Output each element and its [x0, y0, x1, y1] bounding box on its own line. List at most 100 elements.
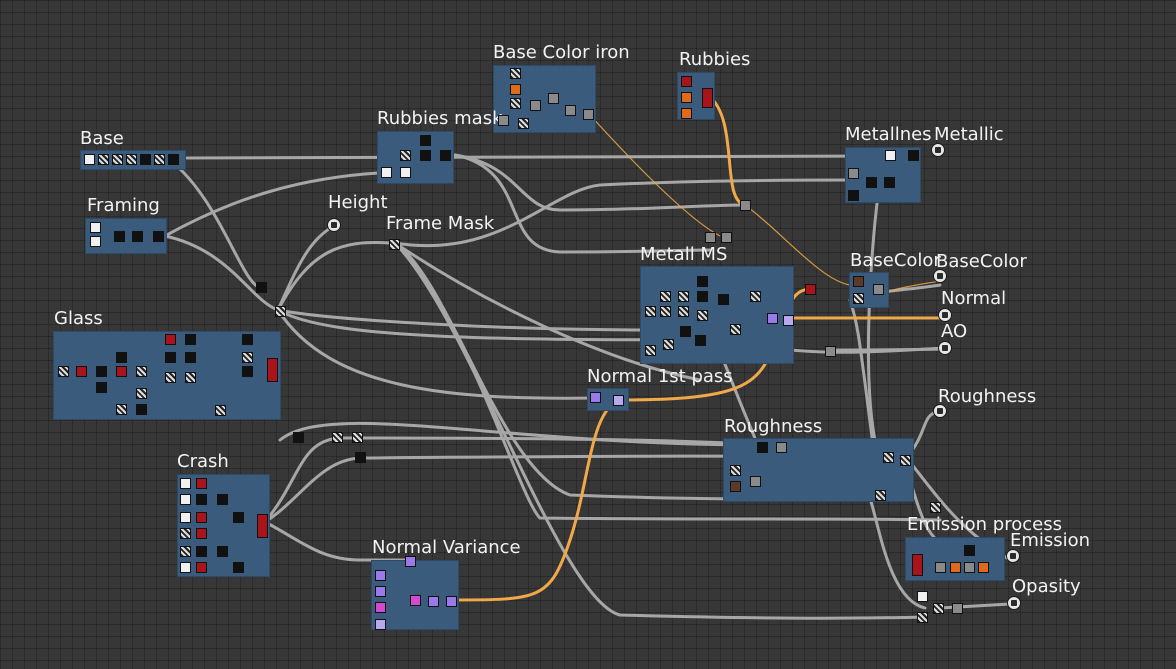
- graph-node[interactable]: [678, 291, 689, 302]
- graph-node[interactable]: [440, 150, 451, 161]
- graph-node[interactable]: [697, 310, 708, 321]
- graph-node[interactable]: [873, 284, 884, 295]
- graph-node[interactable]: [935, 562, 946, 573]
- graph-node[interactable]: [583, 109, 594, 120]
- graph-node[interactable]: [757, 442, 768, 453]
- graph-node[interactable]: [663, 339, 674, 350]
- graph-node[interactable]: [952, 603, 963, 614]
- graph-node[interactable]: [196, 562, 207, 573]
- graph-node[interactable]: [180, 528, 191, 539]
- graph-node[interactable]: [355, 452, 366, 463]
- graph-node[interactable]: [917, 612, 928, 623]
- graph-node[interactable]: [613, 395, 624, 406]
- graph-node[interactable]: [645, 345, 656, 356]
- graph-node[interactable]: [185, 334, 196, 345]
- graph-node[interactable]: [697, 291, 708, 302]
- graph-node[interactable]: [76, 366, 87, 377]
- graph-node[interactable]: [695, 335, 706, 346]
- output-metallic-icon[interactable]: [931, 143, 945, 157]
- graph-node[interactable]: [233, 512, 244, 523]
- graph-node[interactable]: [154, 154, 165, 165]
- graph-node[interactable]: [697, 276, 708, 287]
- graph-node[interactable]: [180, 546, 191, 557]
- graph-node[interactable]: [510, 84, 521, 95]
- graph-node[interactable]: [180, 562, 191, 573]
- output-roughness-icon[interactable]: [933, 404, 947, 418]
- graph-node[interactable]: [767, 313, 778, 324]
- graph-node[interactable]: [405, 556, 416, 567]
- graph-node[interactable]: [730, 465, 741, 476]
- graph-node[interactable]: [185, 372, 196, 383]
- graph-node[interactable]: [242, 352, 253, 363]
- graph-node[interactable]: [740, 200, 751, 211]
- graph-node[interactable]: [375, 619, 386, 630]
- graph-node[interactable]: [498, 115, 509, 126]
- output-height-icon[interactable]: [327, 218, 341, 232]
- graph-node[interactable]: [257, 514, 268, 538]
- graph-node[interactable]: [730, 481, 741, 492]
- graph-node[interactable]: [825, 346, 836, 357]
- graph-node[interactable]: [681, 76, 692, 87]
- graph-node[interactable]: [165, 334, 176, 345]
- graph-node[interactable]: [530, 100, 541, 111]
- graph-node[interactable]: [885, 150, 896, 161]
- graph-node[interactable]: [678, 306, 689, 317]
- graph-node[interactable]: [917, 591, 928, 602]
- output-emission-icon[interactable]: [1006, 549, 1020, 563]
- graph-node[interactable]: [116, 404, 127, 415]
- graph-node[interactable]: [933, 603, 944, 614]
- graph-node[interactable]: [233, 562, 244, 573]
- graph-node[interactable]: [136, 388, 147, 399]
- graph-node[interactable]: [196, 494, 207, 505]
- graph-node[interactable]: [805, 284, 816, 295]
- output-ao-icon[interactable]: [938, 341, 952, 355]
- graph-node[interactable]: [112, 154, 123, 165]
- graph-node[interactable]: [908, 150, 919, 161]
- graph-node[interactable]: [510, 98, 521, 109]
- graph-node[interactable]: [866, 177, 877, 188]
- graph-node[interactable]: [136, 366, 147, 377]
- graph-node[interactable]: [375, 586, 386, 597]
- graph-node[interactable]: [680, 326, 691, 337]
- graph-node[interactable]: [883, 452, 894, 463]
- graph-node[interactable]: [702, 88, 713, 108]
- graph-node[interactable]: [116, 352, 127, 363]
- graph-node[interactable]: [681, 92, 692, 103]
- graph-node[interactable]: [180, 512, 191, 523]
- graph-node[interactable]: [196, 512, 207, 523]
- graph-node[interactable]: [660, 291, 671, 302]
- graph-node[interactable]: [930, 502, 941, 513]
- graph-node[interactable]: [590, 392, 601, 403]
- graph-node[interactable]: [750, 291, 761, 302]
- graph-node[interactable]: [153, 231, 164, 242]
- graph-node[interactable]: [267, 358, 278, 382]
- graph-node[interactable]: [217, 546, 228, 557]
- graph-node[interactable]: [132, 231, 143, 242]
- graph-node[interactable]: [375, 570, 386, 581]
- graph-node[interactable]: [730, 324, 741, 335]
- graph-node[interactable]: [185, 352, 196, 363]
- graph-node[interactable]: [400, 150, 411, 161]
- graph-node[interactable]: [950, 562, 961, 573]
- output-basecolor-icon[interactable]: [933, 269, 947, 283]
- graph-node[interactable]: [964, 562, 975, 573]
- graph-node[interactable]: [718, 294, 729, 305]
- graph-node[interactable]: [420, 135, 431, 146]
- graph-node[interactable]: [215, 405, 226, 416]
- graph-node[interactable]: [136, 404, 147, 415]
- graph-node[interactable]: [256, 282, 267, 293]
- graph-node[interactable]: [114, 231, 125, 242]
- graph-node[interactable]: [964, 545, 975, 556]
- graph-node[interactable]: [332, 432, 343, 443]
- graph-node[interactable]: [900, 455, 911, 466]
- graph-node[interactable]: [510, 68, 521, 79]
- graph-node[interactable]: [660, 306, 671, 317]
- graph-node[interactable]: [196, 528, 207, 539]
- graph-node[interactable]: [400, 167, 411, 178]
- graph-node[interactable]: [375, 602, 386, 613]
- graph-node[interactable]: [978, 562, 989, 573]
- graph-node[interactable]: [884, 177, 895, 188]
- graph-node[interactable]: [721, 232, 732, 243]
- graph-node[interactable]: [196, 478, 207, 489]
- graph-node[interactable]: [853, 276, 864, 287]
